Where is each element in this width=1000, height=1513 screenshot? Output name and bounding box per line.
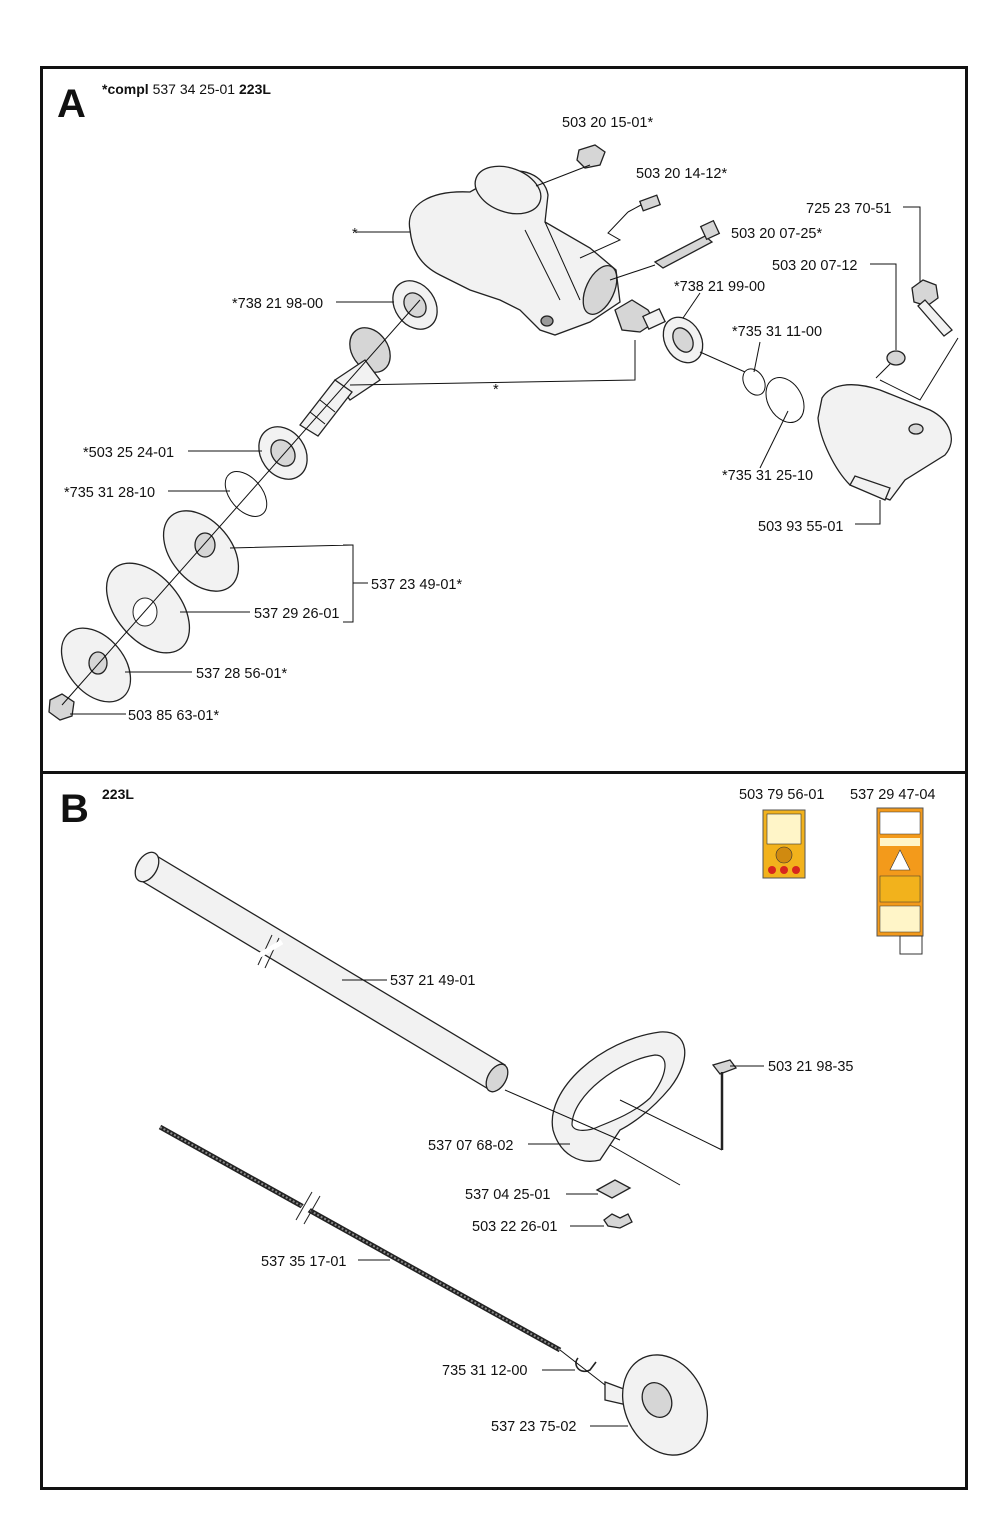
label-503-21-98-35: 503 21 98-35 <box>768 1059 853 1075</box>
guard-screw <box>875 350 906 379</box>
circlip-small <box>742 368 766 396</box>
panel-a-title-model: 223L <box>239 81 271 97</box>
circlip-lower <box>224 471 268 517</box>
label-503-93-55-01: 503 93 55-01 <box>758 519 843 535</box>
label-503-20-14-12: 503 20 14-12* <box>636 166 727 182</box>
label-537-29-47-04: 537 29 47-04 <box>850 787 935 803</box>
drive-cable <box>158 1124 562 1353</box>
label-503-20-07-25: 503 20 07-25* <box>731 226 822 242</box>
panel-a-title: *compl 537 34 25-01 223L <box>102 81 271 97</box>
decal-537-29-47-04 <box>876 807 924 955</box>
label-503-22-26-01: 503 22 26-01 <box>472 1219 557 1235</box>
bevel-gear-small <box>614 299 666 333</box>
decal-503-79-56-01 <box>762 809 806 879</box>
drive-disc <box>162 510 240 592</box>
long-screw <box>609 219 721 281</box>
label-537-21-49-01: 537 21 49-01 <box>390 973 475 989</box>
bearing-right <box>662 316 746 373</box>
loop-handle <box>504 1031 723 1186</box>
plug-screw <box>535 144 606 187</box>
label-star-gears: * <box>493 382 499 398</box>
label-738-21-99-00: *738 21 99-00 <box>674 279 765 295</box>
small-screw <box>579 194 662 259</box>
hex-bolt <box>879 279 959 401</box>
label-503-25-24-01: *503 25 24-01 <box>83 445 174 461</box>
label-537-35-17-01: 537 35 17-01 <box>261 1254 346 1270</box>
label-503-79-56-01: 503 79 56-01 <box>739 787 824 803</box>
label-537-28-56-01: 537 28 56-01* <box>196 666 287 682</box>
circlip-large <box>765 377 805 423</box>
label-503-20-07-12: 503 20 07-12 <box>772 258 857 274</box>
clamp-plate <box>595 1179 632 1199</box>
panel-b-title: 223L <box>102 786 134 802</box>
clutch-drum <box>559 1349 709 1456</box>
panel-b-frame <box>40 771 968 1490</box>
shaft-tube <box>134 851 509 1093</box>
label-503-20-15-01: 503 20 15-01* <box>562 115 653 131</box>
label-735-31-28-10: *735 31 28-10 <box>64 485 155 501</box>
panel-a-letter: A <box>57 82 86 126</box>
label-735-31-11-00: *735 31 11-00 <box>732 324 822 340</box>
bearing-lower <box>258 426 308 480</box>
label-537-23-49-01: 537 23 49-01* <box>371 577 462 593</box>
panel-b-letter: B <box>60 787 89 831</box>
label-503-85-63-01: 503 85 63-01* <box>128 708 219 724</box>
label-537-07-68-02: 537 07 68-02 <box>428 1138 513 1154</box>
label-735-31-25-10: *735 31 25-10 <box>722 468 813 484</box>
cable-clip <box>575 1357 597 1373</box>
label-537-23-75-02: 537 23 75-02 <box>491 1419 576 1435</box>
label-537-04-25-01: 537 04 25-01 <box>465 1187 550 1203</box>
panel-a-title-prefix: *compl <box>102 81 149 97</box>
carriage-bolt <box>711 1059 738 1150</box>
gear-housing <box>408 165 621 336</box>
spline-shaft <box>299 340 636 437</box>
label-725-23-70-51: 725 23 70-51 <box>806 201 891 217</box>
label-738-21-98-00: *738 21 98-00 <box>232 296 323 312</box>
guard-bracket <box>817 384 952 501</box>
label-star-housing: * <box>352 226 358 242</box>
wing-nut <box>603 1213 633 1229</box>
nut <box>48 693 75 721</box>
label-735-31-12-00: 735 31 12-00 <box>442 1363 527 1379</box>
label-537-29-26-01: 537 29 26-01 <box>254 606 339 622</box>
panel-a-title-number: 537 34 25-01 <box>152 81 236 97</box>
